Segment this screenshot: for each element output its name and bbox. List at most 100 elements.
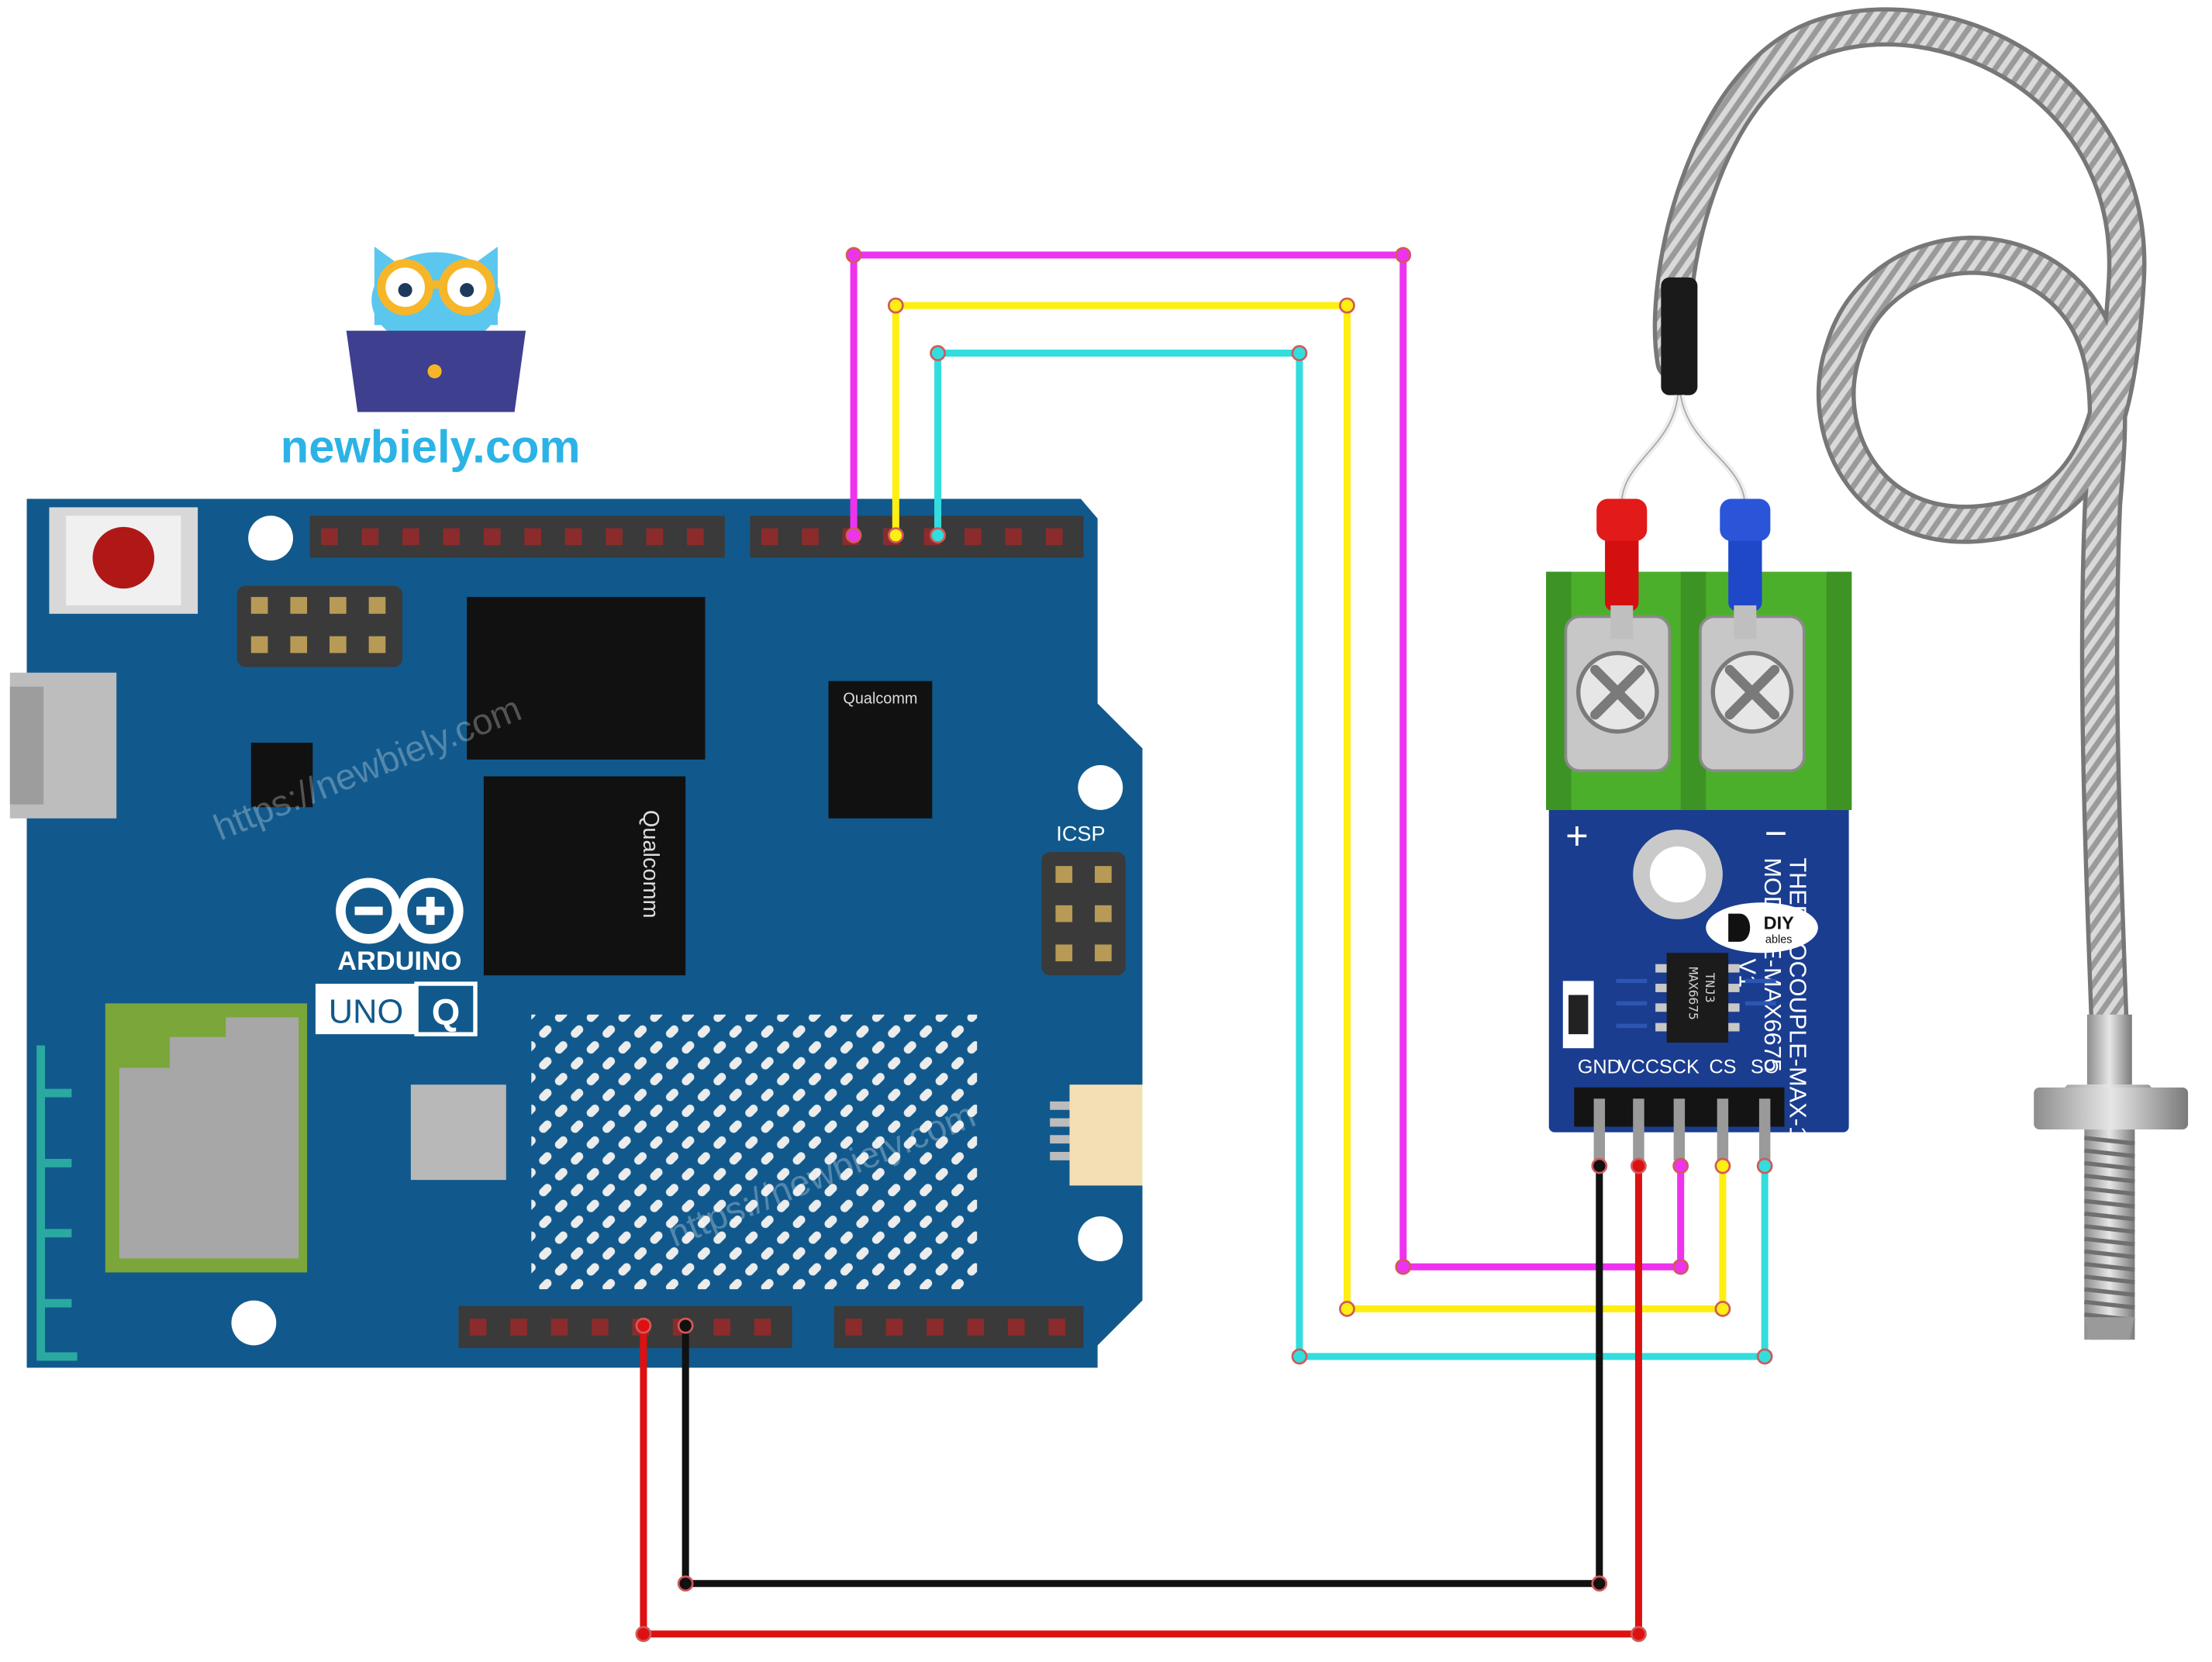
module-version: V1 (1734, 959, 1762, 988)
pin-gnd (1593, 1098, 1606, 1160)
badge-bottom: ables (1765, 934, 1793, 947)
wire-joint (1339, 297, 1355, 314)
plus-label: + (1565, 814, 1589, 858)
capacitor (1562, 981, 1594, 1049)
wire-joint (1395, 1258, 1412, 1275)
memory-chip (467, 597, 706, 760)
header-pin (686, 528, 704, 546)
wire-joint (1591, 1575, 1608, 1592)
wire-joint (1395, 247, 1412, 264)
pin-label-cs: CS (1709, 1057, 1736, 1078)
arduino-logo-text: ARDUINO (337, 947, 461, 976)
wire-joint (1672, 1258, 1689, 1275)
screw-icon (1710, 650, 1794, 734)
header-pin (885, 1319, 903, 1336)
max6675-chip: MAX6675 TNJ3 (1655, 953, 1740, 1043)
mounting-hole (248, 515, 294, 561)
wire-joint (887, 527, 904, 543)
power-header (458, 1305, 792, 1349)
icsp-label: ICSP (1056, 822, 1105, 846)
header-pin (713, 1319, 731, 1336)
infinity-icon (336, 878, 464, 944)
pin-so (1758, 1098, 1771, 1160)
pin-vcc (1633, 1098, 1644, 1160)
badge-top: DIY (1764, 913, 1794, 933)
wire-joint (845, 247, 862, 264)
black-wire (682, 1166, 1603, 1588)
newbiely-logo: newbiely.com (281, 247, 581, 473)
pin-label-sck: SCK (1659, 1057, 1700, 1078)
wire-joint (1714, 1301, 1731, 1317)
digital-header-left (309, 515, 725, 558)
wire-joint (635, 1317, 652, 1334)
header-pin (564, 528, 582, 546)
header-pin (321, 528, 338, 546)
wire-joint (1672, 1157, 1689, 1174)
processor-label: Qualcomm (638, 810, 663, 919)
header-pin (469, 1319, 487, 1336)
blue-terminal (1720, 498, 1771, 640)
pin-label-vcc: VCC (1618, 1057, 1659, 1078)
wire-junctions (635, 247, 1773, 1643)
red-wire (640, 1166, 1642, 1638)
header-pin (754, 1319, 771, 1336)
chip-marking-2: TNJ3 (1703, 973, 1717, 1003)
wifi-module (105, 1003, 308, 1273)
model-letter: Q (432, 991, 461, 1032)
header-pin (967, 1319, 985, 1336)
mounting-hole (231, 1300, 277, 1346)
pin-sck (1673, 1098, 1686, 1160)
wire-joint (1756, 1157, 1773, 1174)
icsp-header: ICSP (1041, 822, 1126, 976)
thermocouple-probe (1618, 7, 2189, 1340)
laptop-icon (346, 330, 526, 412)
header-pin (483, 528, 501, 546)
diyables-badge: DIY ables (1706, 902, 1818, 953)
header-pin (1005, 528, 1023, 546)
header-pin (761, 528, 778, 546)
digital-header-right (750, 515, 1084, 558)
module-name-line2: MODULE-MAX6675 (1759, 857, 1786, 1072)
minus-label: − (1765, 811, 1788, 855)
header-pin (646, 528, 664, 546)
spi-header (236, 585, 403, 667)
mounting-hole (1078, 1216, 1123, 1261)
header-pin (606, 528, 623, 546)
qwiic-connector (1069, 1084, 1143, 1186)
wire-joint (1631, 1626, 1647, 1643)
model-name: UNO (329, 994, 403, 1031)
header-pin (845, 1319, 862, 1336)
wire-joint (1714, 1157, 1731, 1174)
qualcomm-processor (483, 776, 686, 976)
antenna-trace (36, 1045, 78, 1361)
wire-joint (1756, 1348, 1773, 1365)
max6675-module: + − THERMOCOUPLE-MAX-1 MODULE-MAX6675 V1… (1546, 498, 1852, 1160)
qualcomm-mcu (828, 681, 933, 819)
wire-joint (887, 297, 904, 314)
sensor-chip (410, 1084, 506, 1181)
red-terminal (1596, 498, 1648, 640)
wires (640, 251, 1769, 1638)
led-matrix (531, 1014, 978, 1290)
wire-joint (1291, 1348, 1308, 1365)
wire-joint (1631, 1157, 1647, 1174)
reset-button[interactable] (49, 507, 198, 614)
yellow-wire (892, 302, 1727, 1312)
screw-icon (1576, 650, 1659, 734)
wire-joint (1339, 1301, 1355, 1317)
cyan-wire (934, 350, 1769, 1360)
header-pin (1007, 1319, 1025, 1336)
pin-label-so: SO (1751, 1057, 1779, 1078)
mcu-label: Qualcomm (843, 690, 917, 707)
header-pin (443, 528, 461, 546)
magenta-wire (850, 251, 1685, 1271)
header-pin (592, 1319, 609, 1336)
header-pin (510, 1319, 527, 1336)
arduino-logo: ARDUINO UNO Q (315, 878, 478, 1036)
header-pin (550, 1319, 568, 1336)
header-pin (1045, 528, 1063, 546)
header-pin (524, 528, 541, 546)
wire-joint (930, 345, 946, 361)
threaded-tip (2084, 1129, 2135, 1340)
